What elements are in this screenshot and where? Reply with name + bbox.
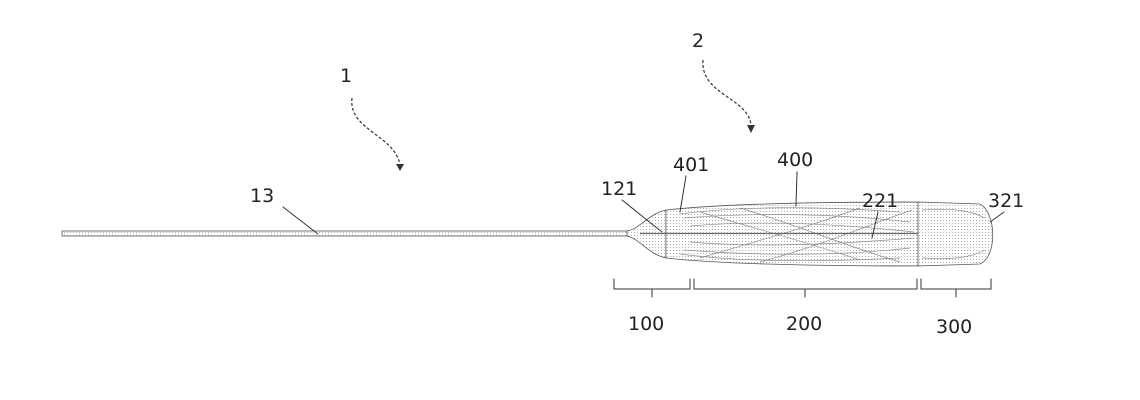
bracket-300 <box>920 278 992 290</box>
label-subassembly: 2 <box>692 30 704 52</box>
leader-401 <box>679 175 687 213</box>
leader-321 <box>989 211 1005 223</box>
arrow-2-head <box>747 125 755 133</box>
tip-segment <box>917 201 994 267</box>
label-section-c: 300 <box>936 316 972 338</box>
leader-221 <box>871 211 879 239</box>
leader-13 <box>282 206 319 235</box>
label-inner-layer: 401 <box>673 154 709 176</box>
label-section-b: 200 <box>786 313 822 335</box>
leader-400 <box>795 171 798 207</box>
bracket-200 <box>693 278 918 290</box>
label-tip: 321 <box>988 190 1024 212</box>
arrow-1 <box>351 97 401 166</box>
reference-labels: 1 2 13 121 401 400 221 321 100 200 300 <box>250 30 1024 338</box>
wire-shaft <box>61 230 628 237</box>
label-neck: 121 <box>601 178 637 200</box>
main-body <box>640 201 990 267</box>
bracket-100 <box>613 278 691 290</box>
leader-lines <box>282 171 1005 239</box>
label-device: 1 <box>340 65 352 87</box>
leader-121 <box>621 199 663 233</box>
reference-arrows <box>351 59 755 171</box>
label-outer-layer: 400 <box>777 149 813 171</box>
label-section-a: 100 <box>628 313 664 335</box>
arrow-1-head <box>396 164 404 171</box>
label-wire: 13 <box>250 185 274 207</box>
arrow-2 <box>702 59 752 127</box>
section-brackets <box>613 278 992 298</box>
label-core: 221 <box>862 190 898 212</box>
